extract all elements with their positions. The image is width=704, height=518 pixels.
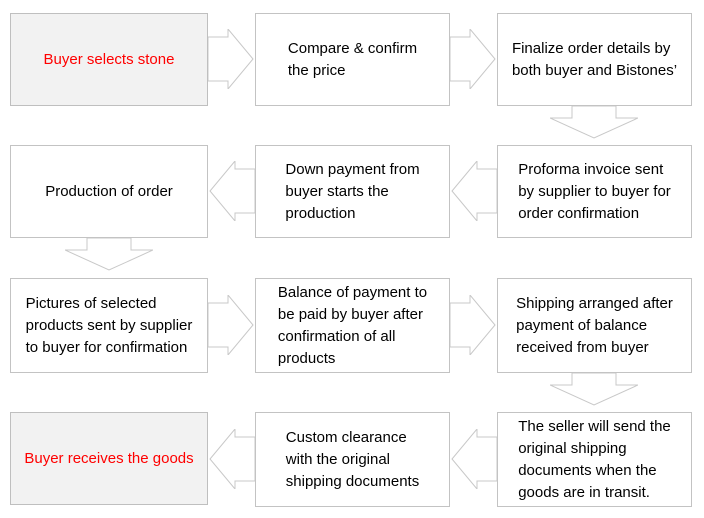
- flow-step-production-of-order: Production of order: [10, 145, 208, 238]
- flow-step-label: Pictures of selected products sent by su…: [25, 294, 193, 356]
- arrow-down-icon: [550, 373, 638, 406]
- arrow-left-icon: [451, 429, 497, 489]
- flow-step-pictures-of-selected-products: Pictures of selected products sent by su…: [10, 278, 208, 373]
- flow-step-custom-clearance: Custom clearance with the original shipp…: [255, 412, 450, 507]
- arrow-left-icon: [451, 161, 497, 221]
- arrow-left-icon: [209, 429, 255, 489]
- flow-step-label: Buyer selects stone: [43, 50, 175, 68]
- arrow-right-icon: [450, 295, 496, 355]
- flow-step-balance-of-payment: Balance of payment to be paid by buyer a…: [255, 278, 450, 373]
- flow-step-compare-confirm-price: Compare & confirm the price: [255, 13, 450, 106]
- flow-step-proforma-invoice: Proforma invoice sent by supplier to buy…: [497, 145, 692, 238]
- flow-step-label: The seller will send the original shippi…: [518, 417, 671, 501]
- flow-step-label: Buyer receives the goods: [24, 449, 194, 467]
- arrow-right-icon: [208, 295, 254, 355]
- flow-step-label: Shipping arranged after payment of balan…: [516, 294, 673, 356]
- flow-step-label: Balance of payment to be paid by buyer a…: [277, 283, 428, 367]
- arrow-right-icon: [450, 29, 496, 89]
- flow-step-down-payment: Down payment from buyer starts the produ…: [255, 145, 450, 238]
- arrow-down-icon: [550, 106, 638, 139]
- arrow-left-icon: [209, 161, 255, 221]
- flow-step-buyer-receives-goods: Buyer receives the goods: [10, 412, 208, 505]
- flow-step-label: Proforma invoice sent by supplier to buy…: [518, 160, 671, 222]
- flow-step-buyer-selects-stone: Buyer selects stone: [10, 13, 208, 106]
- flow-step-label: Down payment from buyer starts the produ…: [285, 160, 420, 222]
- flow-step-label: Compare & confirm the price: [287, 39, 418, 79]
- flow-step-seller-sends-documents: The seller will send the original shippi…: [497, 412, 692, 507]
- arrow-right-icon: [208, 29, 254, 89]
- flow-step-shipping-arranged: Shipping arranged after payment of balan…: [497, 278, 692, 373]
- arrow-down-icon: [65, 238, 153, 271]
- flow-step-label: Finalize order details by both buyer and…: [511, 39, 678, 79]
- flow-step-label: Production of order: [45, 182, 173, 200]
- flow-step-label: Custom clearance with the original shipp…: [285, 428, 420, 490]
- flow-step-finalize-order-details: Finalize order details by both buyer and…: [497, 13, 692, 106]
